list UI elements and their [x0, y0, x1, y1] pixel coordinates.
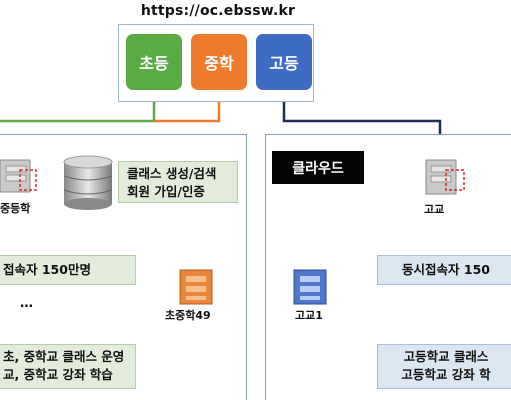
- right-node-label: 고교1: [295, 309, 323, 322]
- high-level-button[interactable]: 고등: [256, 34, 312, 90]
- right-main-server-label: 고교: [424, 203, 445, 216]
- left-node-label: 초중학49: [165, 309, 211, 322]
- left-main-server-label: 중등학: [0, 202, 31, 215]
- middle-level-button[interactable]: 중학: [191, 34, 247, 90]
- left-dots: …: [20, 296, 33, 311]
- elementary-level-button[interactable]: 초등: [126, 34, 182, 90]
- server-stack-icon: [425, 159, 465, 195]
- site-url[interactable]: https://oc.ebssw.kr: [140, 3, 296, 19]
- right-bottom-card: 고등학교 클래스 고등학교 강좌 학: [377, 344, 511, 389]
- server-rack-icon: [179, 269, 213, 305]
- right-users-card: 동시접속자 150: [377, 255, 511, 285]
- server-stack-icon: [0, 159, 37, 193]
- database-icon: [63, 155, 113, 210]
- cloud-label: 클라우드: [272, 151, 364, 184]
- left-users-card: 접속자 150만명: [0, 255, 136, 285]
- server-rack-icon: [293, 269, 327, 305]
- left-bottom-card: 초, 중학교 클래스 운영 교, 중학교 강좌 학습: [0, 344, 136, 389]
- db-function-card: 클래스 생성/검색 회원 가입/인증: [118, 161, 238, 203]
- elementary-connector: [0, 90, 156, 123]
